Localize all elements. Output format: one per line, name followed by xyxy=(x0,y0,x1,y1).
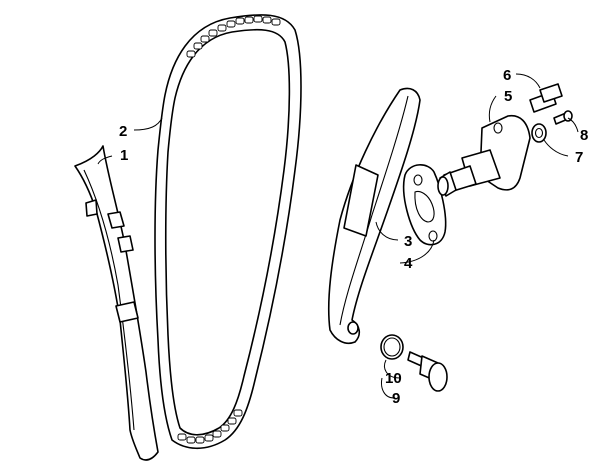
chain-link-teeth-bottom xyxy=(177,409,243,444)
callout-1: 1 xyxy=(120,147,128,164)
o-ring-part-10 xyxy=(380,334,404,360)
callout-10: 10 xyxy=(385,370,402,387)
tensioner-guide-part-3 xyxy=(327,87,421,345)
callout-8: 8 xyxy=(580,127,588,144)
chain-link-teeth-top xyxy=(186,15,281,58)
callout-5: 5 xyxy=(504,88,512,105)
washer-part-7 xyxy=(531,123,547,143)
chain-tensioner-part-5 xyxy=(437,114,531,197)
pivot-bolt-part-9 xyxy=(407,351,448,392)
leader-lines xyxy=(97,73,579,399)
callout-2: 2 xyxy=(119,123,127,140)
callout-3: 3 xyxy=(404,233,412,250)
bolt-part-6 xyxy=(529,83,563,113)
cam-chain-part-2 xyxy=(154,14,302,450)
gasket-part-4 xyxy=(402,164,447,246)
callout-labels: 1 2 3 4 5 6 7 8 9 10 xyxy=(119,67,588,407)
small-bolt-part-8 xyxy=(553,110,573,125)
callout-4: 4 xyxy=(404,255,413,272)
callout-6: 6 xyxy=(503,67,511,84)
callout-9: 9 xyxy=(392,390,400,407)
callout-7: 7 xyxy=(575,149,583,166)
chain-guide-part-1 xyxy=(74,145,159,461)
